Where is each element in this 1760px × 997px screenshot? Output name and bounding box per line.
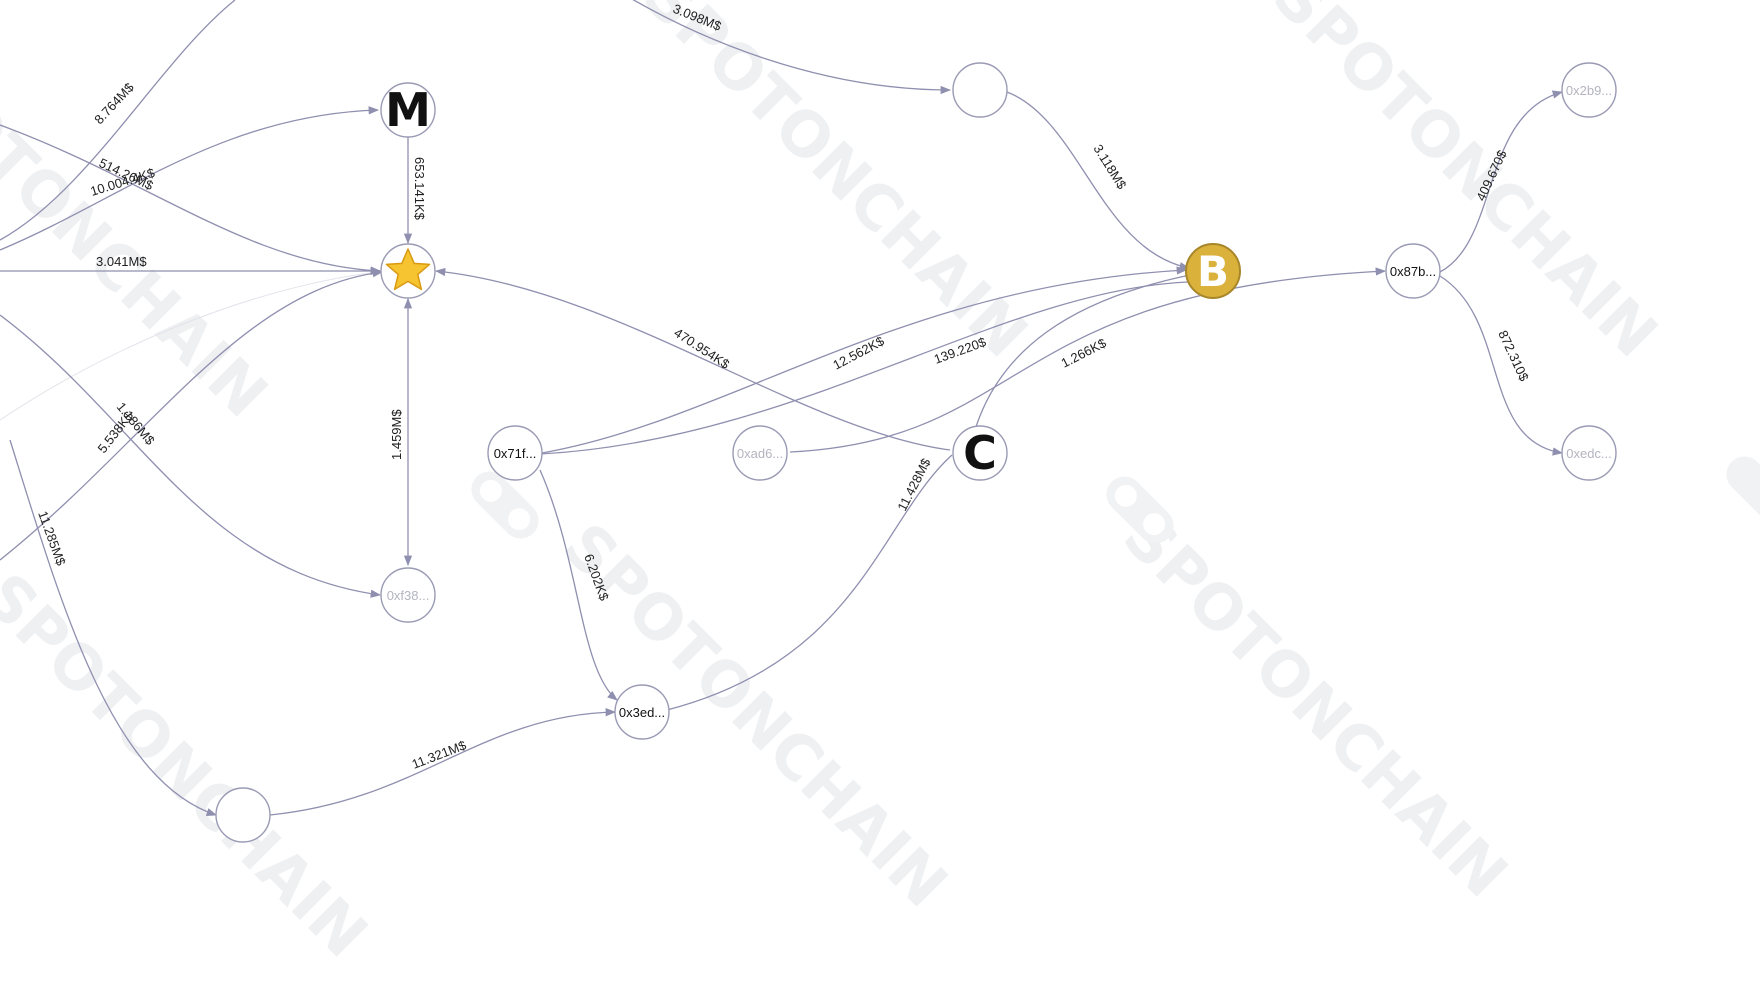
node-xedc[interactable]: 0xedc... — [1561, 425, 1617, 481]
node-xf38[interactable]: 0xf38... — [380, 567, 436, 623]
edge-x71f-to-x3ed[interactable] — [539, 469, 618, 701]
watermark-logo-icon — [471, 471, 539, 539]
nodes-layer: M B 0x87b... 0x2b9... 0xedc... 0x71f... — [215, 62, 1617, 843]
node-x87b[interactable]: 0x87b... — [1385, 243, 1441, 299]
edge-label: 872.310$ — [1495, 328, 1532, 384]
watermark-text: SPOTONCHAIN — [629, 0, 1041, 371]
watermark-logo-icon — [1726, 456, 1760, 524]
node-label: C — [963, 426, 997, 480]
edge-x71f-to-b[interactable] — [541, 266, 1188, 454]
edge-left-to-star-3[interactable] — [0, 269, 384, 561]
edges-layer — [0, 0, 1564, 817]
edge-top-to-topmid[interactable] — [620, 0, 952, 95]
watermark-logo-icon — [1106, 476, 1174, 544]
node-label: 0xf38... — [387, 588, 430, 603]
edge-label: 653.141K$ — [412, 157, 427, 221]
node-star[interactable] — [380, 243, 436, 299]
node-top-mid[interactable] — [952, 62, 1008, 118]
edge-topmid-to-b[interactable] — [1006, 91, 1191, 271]
node-label: 0x71f... — [494, 446, 537, 461]
node-label: M — [385, 83, 431, 137]
node-c[interactable]: C — [952, 425, 1008, 481]
node-label: 0x2b9... — [1566, 83, 1612, 98]
node-b[interactable]: B — [1185, 243, 1241, 299]
edge-xad6-to-x87b[interactable] — [789, 267, 1387, 453]
node-label: 0xad6... — [737, 446, 783, 461]
edge-x71f-to-x87b[interactable] — [539, 281, 1189, 455]
watermark-text: SPOTONCHAIN — [1109, 499, 1521, 911]
edge-c-to-star[interactable] — [434, 267, 951, 451]
star-icon — [385, 248, 431, 291]
edge-label: 3.041M$ — [96, 254, 147, 269]
edge-bottomleft-to-x3ed[interactable] — [269, 708, 617, 816]
edge-left-to-star-1[interactable] — [0, 124, 382, 275]
edge-left-to-bottomleft[interactable] — [9, 439, 217, 817]
node-label: 0xedc... — [1566, 446, 1612, 461]
edge-left-up-1[interactable] — [0, 0, 236, 241]
edge-label: 3.118M$ — [1090, 142, 1129, 193]
edge-label: 11.285M$ — [35, 509, 69, 568]
edge-label: 1.266K$ — [1059, 335, 1110, 371]
edge-label: 1.459M$ — [389, 409, 404, 460]
edge-x3ed-to-c[interactable] — [666, 454, 953, 711]
edge-x87b-to-x2b9[interactable] — [1439, 90, 1564, 273]
watermark-text: SPOTONCHAIN — [0, 559, 382, 971]
node-x2b9[interactable]: 0x2b9... — [1561, 62, 1617, 118]
node-xad6[interactable]: 0xad6... — [732, 425, 788, 481]
edge-label: 11.321M$ — [410, 737, 469, 772]
watermark-text: SPOTONCHAIN — [549, 509, 961, 921]
node-x3ed[interactable]: 0x3ed... — [614, 684, 670, 740]
node-x71f[interactable]: 0x71f... — [487, 425, 543, 481]
watermark-text: SPOTONCHAIN — [0, 19, 282, 431]
edge-c-to-b[interactable] — [974, 274, 1191, 431]
watermark-text: SPOTONCHAIN — [1259, 0, 1671, 371]
node-label: 0x3ed... — [619, 705, 665, 720]
edge-label: 8.764M$ — [91, 79, 137, 127]
edge-label: 12.562K$ — [830, 333, 887, 373]
edge-faint — [0, 271, 381, 421]
edge-x87b-to-xedc[interactable] — [1439, 275, 1564, 456]
edge-label: 11.428M$ — [894, 455, 934, 513]
node-bottom-left[interactable] — [215, 787, 271, 843]
node-label: B — [1197, 247, 1229, 296]
edge-left-to-xf38[interactable] — [0, 314, 382, 598]
node-label: 0x87b... — [1390, 264, 1436, 279]
edge-left-to-m[interactable] — [0, 106, 380, 251]
node-m[interactable]: M — [380, 82, 436, 138]
